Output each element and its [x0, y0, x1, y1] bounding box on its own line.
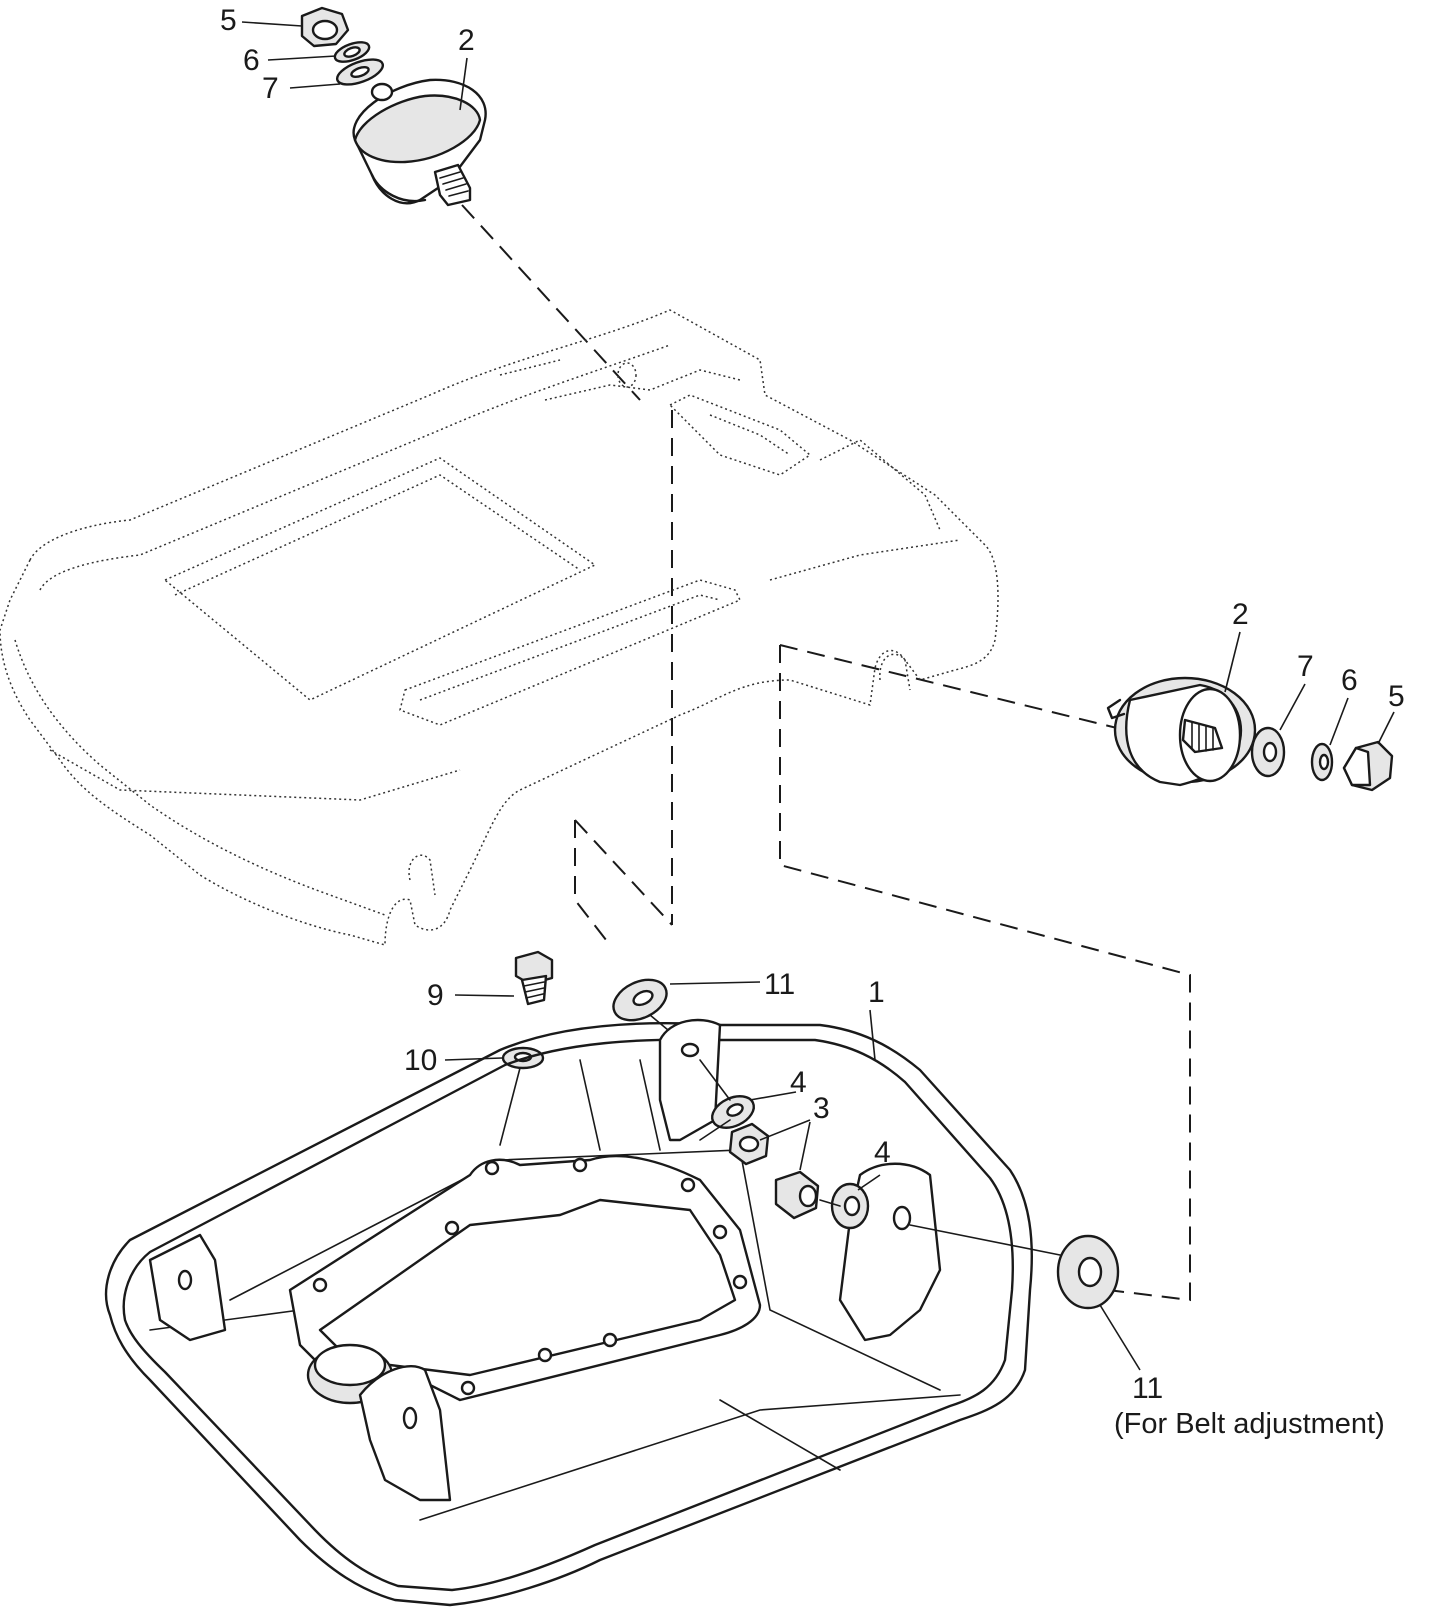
base-fasteners [699, 1059, 1120, 1310]
callout-base: 1 [868, 976, 885, 1009]
callout-upper-washer: 4 [790, 1066, 807, 1099]
callout-upper-nut: 3 [813, 1092, 830, 1125]
spacer-top [612, 978, 681, 1041]
callout-top-nut: 5 [220, 4, 237, 37]
callout-bolt-washer: 10 [404, 1044, 437, 1077]
base-plate [104, 1018, 1061, 1607]
callout-spacer-top: 11 [764, 968, 795, 1001]
callout-right-mount: 2 [1232, 598, 1249, 631]
top-vibration-mount [300, 6, 487, 207]
callout-right-nut: 5 [1388, 680, 1405, 713]
callout-spacer-bottom: 11 [1132, 1372, 1163, 1405]
callout-right-lock-washer: 6 [1341, 664, 1358, 697]
callout-bolt: 9 [427, 979, 444, 1012]
callout-top-washer: 7 [262, 72, 279, 105]
callout-right-washer: 7 [1297, 650, 1314, 683]
upper-cover-outline [0, 309, 999, 946]
callout-top-mount: 2 [458, 24, 475, 57]
leader-lines [241, 21, 1395, 1371]
callout-lower-washer: 4 [874, 1136, 891, 1169]
assembly-guide-lines [461, 204, 1191, 1302]
callout-top-lock-washer: 6 [243, 44, 260, 77]
callout-labels: 5 6 7 2 2 7 6 5 9 10 11 1 4 3 4 11 (For … [220, 4, 1405, 1440]
right-vibration-mount [1106, 676, 1394, 792]
note-belt-adjustment: (For Belt adjustment) [1114, 1408, 1385, 1440]
bolt-and-washer [499, 950, 554, 1146]
